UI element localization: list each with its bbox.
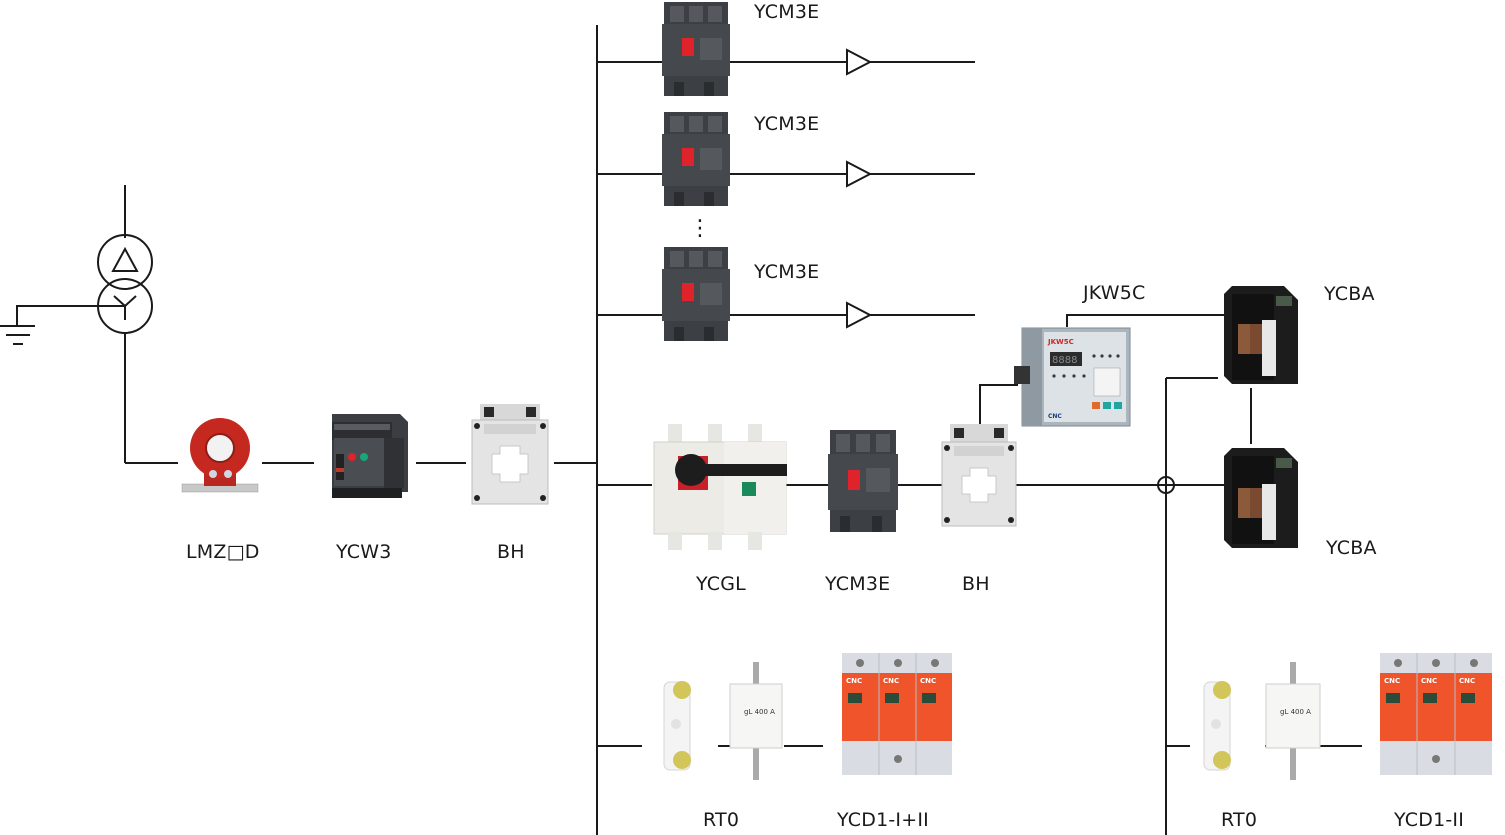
svg-text:CNC: CNC — [920, 677, 936, 685]
load-arrow-icon — [846, 48, 873, 76]
ycm3e-breaker-feeder-2[interactable] — [660, 110, 732, 208]
svg-text:JKW5C: JKW5C — [1047, 338, 1074, 346]
fuse-rating-text: gL 400 A — [1280, 708, 1311, 716]
svg-text:CNC: CNC — [846, 677, 862, 685]
label-ycd1-i-ii: YCD1-I+II — [837, 809, 929, 831]
label-bh-compensation: BH — [962, 573, 990, 595]
label-lmz: LMZ□D — [186, 541, 260, 563]
delta-icon — [111, 246, 139, 272]
svg-text:CNC: CNC — [1421, 677, 1437, 685]
label-ycm3e-compensation: YCM3E — [825, 573, 891, 595]
lmz-current-transformer[interactable] — [180, 412, 260, 496]
ycw3-air-circuit-breaker[interactable] — [322, 408, 412, 500]
feeder-ellipsis: ⋮ — [689, 216, 712, 241]
rt0-fuse-base-1[interactable]: gL 400 A — [650, 662, 790, 780]
wire-crossing-icon — [1157, 476, 1175, 494]
ycd1-ii-surge-protector[interactable]: CNC CNC CNC — [1376, 651, 1496, 777]
svg-text:CNC: CNC — [883, 677, 899, 685]
svg-text:CNC: CNC — [1384, 677, 1400, 685]
label-feeder-2: YCM3E — [754, 113, 820, 135]
jkw5c-reactive-power-controller[interactable]: JKW5C 8888 CNC — [1014, 326, 1132, 428]
ycd1-i-ii-surge-protector[interactable]: CNC CNC CNC — [838, 651, 956, 777]
svg-text:CNC: CNC — [1048, 413, 1062, 420]
transformer-primary-winding — [97, 234, 153, 290]
label-ycw3: YCW3 — [336, 541, 392, 563]
label-ycgl: YCGL — [696, 573, 746, 595]
load-arrow-icon — [846, 301, 873, 329]
svg-text:CNC: CNC — [1459, 677, 1475, 685]
rt0-fuse-base-2[interactable]: gL 400 A — [1196, 662, 1326, 780]
load-arrow-icon — [846, 160, 873, 188]
wye-icon — [113, 295, 137, 308]
ycgl-isolation-switch[interactable] — [650, 422, 790, 552]
ycm3e-breaker-feeder-3[interactable] — [660, 245, 732, 343]
label-ycba-1: YCBA — [1324, 283, 1375, 305]
controller-display: 8888 — [1052, 355, 1077, 366]
ycm3e-breaker-feeder-1[interactable] — [660, 0, 732, 98]
label-bh-main: BH — [497, 541, 525, 563]
controller-sense-wire — [979, 384, 1018, 428]
bh-current-transformer-compensation[interactable] — [940, 424, 1018, 528]
ycba-capacitor-unit-1[interactable] — [1218, 284, 1302, 388]
label-feeder-1: YCM3E — [754, 1, 820, 23]
bh-current-transformer[interactable] — [470, 404, 550, 506]
neutral-ground-wire — [16, 305, 125, 326]
label-feeder-3: YCM3E — [754, 261, 820, 283]
label-ycba-2: YCBA — [1326, 537, 1377, 559]
label-rt0-1: RT0 — [703, 809, 740, 831]
ycm3e-breaker-compensation[interactable] — [826, 428, 900, 534]
label-jkw5c: JKW5C — [1083, 282, 1146, 304]
label-rt0-2: RT0 — [1221, 809, 1258, 831]
ycba-capacitor-unit-2[interactable] — [1218, 446, 1302, 552]
fuse-rating-text: gL 400 A — [744, 708, 775, 716]
controller-output-wire — [1066, 314, 1225, 327]
label-ycd1-ii: YCD1-II — [1394, 809, 1465, 831]
